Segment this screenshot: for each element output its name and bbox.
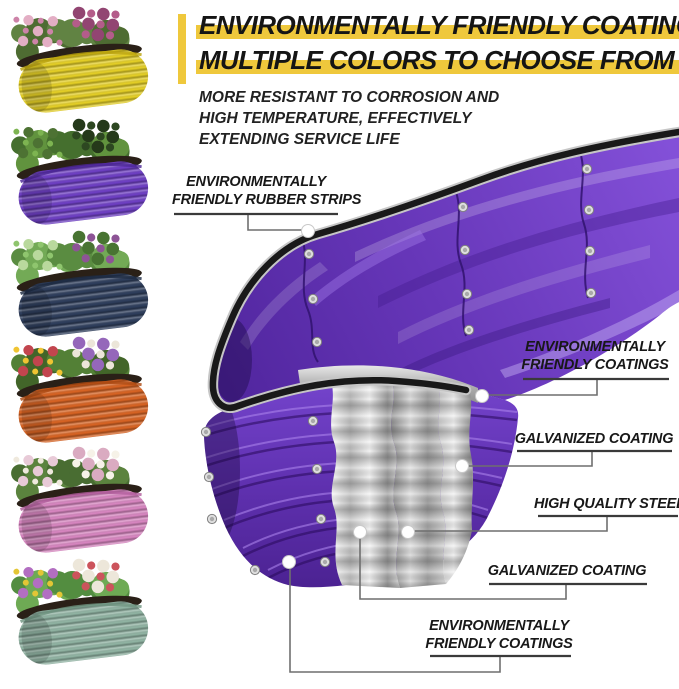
- page-title-line1: ENVIRONMENTALLY FRIENDLY COATING: [199, 10, 679, 41]
- rubber-strip: [209, 128, 679, 411]
- leader-coating-top: [489, 379, 598, 396]
- leader-coating-bottom: [289, 568, 501, 673]
- panel-seam: [455, 191, 467, 337]
- leader-steel: [414, 516, 608, 532]
- callout-text: HIGH QUALITY STEEL: [534, 496, 679, 512]
- callout-text: FRIENDLY COATINGS: [425, 635, 573, 652]
- dot-rubber-strips: [301, 224, 315, 238]
- bed-swatch-yellow: [2, 0, 164, 132]
- callout-text: FRIENDLY COATINGS: [521, 356, 669, 373]
- accent-bar: [178, 14, 186, 84]
- label-underlines: [174, 212, 678, 658]
- dot-coating-bottom: [282, 555, 296, 569]
- leader-lines: [247, 214, 608, 673]
- subtitle-line: EXTENDING SERVICE LIFE: [199, 131, 400, 148]
- bed-inner-surface: [212, 132, 679, 408]
- callout-text: ENVIRONMENTALLY: [429, 618, 569, 634]
- bed-color-options: [0, 0, 170, 684]
- bed-swatch-sage: [2, 552, 164, 684]
- dot-galvanized-top: [455, 459, 469, 473]
- callout-steel: HIGH QUALITY STEEL: [534, 496, 679, 514]
- callout-text: FRIENDLY RUBBER STRIPS: [172, 191, 362, 208]
- callout-coating-top: ENVIRONMENTALLY FRIENDLY COATINGS: [520, 339, 670, 374]
- page-title-line2: MULTIPLE COLORS TO CHOOSE FROM: [199, 45, 675, 75]
- subtitle-line: MORE RESISTANT TO CORROSION AND: [199, 89, 500, 106]
- bed-swatch-navy: [2, 224, 164, 356]
- callout-text: ENVIRONMENTALLY: [186, 174, 326, 190]
- cutaway-layers: [298, 365, 478, 588]
- dot-coating-top: [475, 389, 489, 403]
- page-subtitle: MORE RESISTANT TO CORROSION AND HIGH TEM…: [199, 87, 499, 150]
- panel-seam: [301, 237, 319, 363]
- dot-steel: [401, 525, 415, 539]
- callout-dots: [282, 224, 489, 569]
- cut-rim-edge: [298, 365, 478, 403]
- callout-galvanized-bottom: GALVANIZED COATING: [485, 563, 649, 581]
- dot-galvanized-bottom: [353, 525, 367, 539]
- leader-galvanized-bottom: [359, 538, 567, 600]
- panel-seam: [579, 151, 589, 299]
- bed-swatch-purple: [2, 112, 164, 244]
- leader-galvanized-top: [468, 451, 593, 467]
- callout-rubber-strips: ENVIRONMENTALLY FRIENDLY RUBBER STRIPS: [172, 174, 362, 209]
- callout-coating-bottom: ENVIRONMENTALLY FRIENDLY COATINGS: [424, 618, 574, 653]
- bed-swatch-orange: [2, 330, 164, 462]
- callout-text: ENVIRONMENTALLY: [525, 339, 665, 355]
- subtitle-line: HIGH TEMPERATURE, EFFECTIVELY: [199, 110, 472, 127]
- callout-galvanized-top: GALVANIZED COATING: [514, 431, 674, 449]
- callout-text: GALVANIZED COATING: [487, 563, 647, 579]
- leader-rubber-strips: [247, 214, 302, 231]
- bed-swatch-pink: [2, 440, 164, 572]
- callout-text: GALVANIZED COATING: [514, 431, 674, 447]
